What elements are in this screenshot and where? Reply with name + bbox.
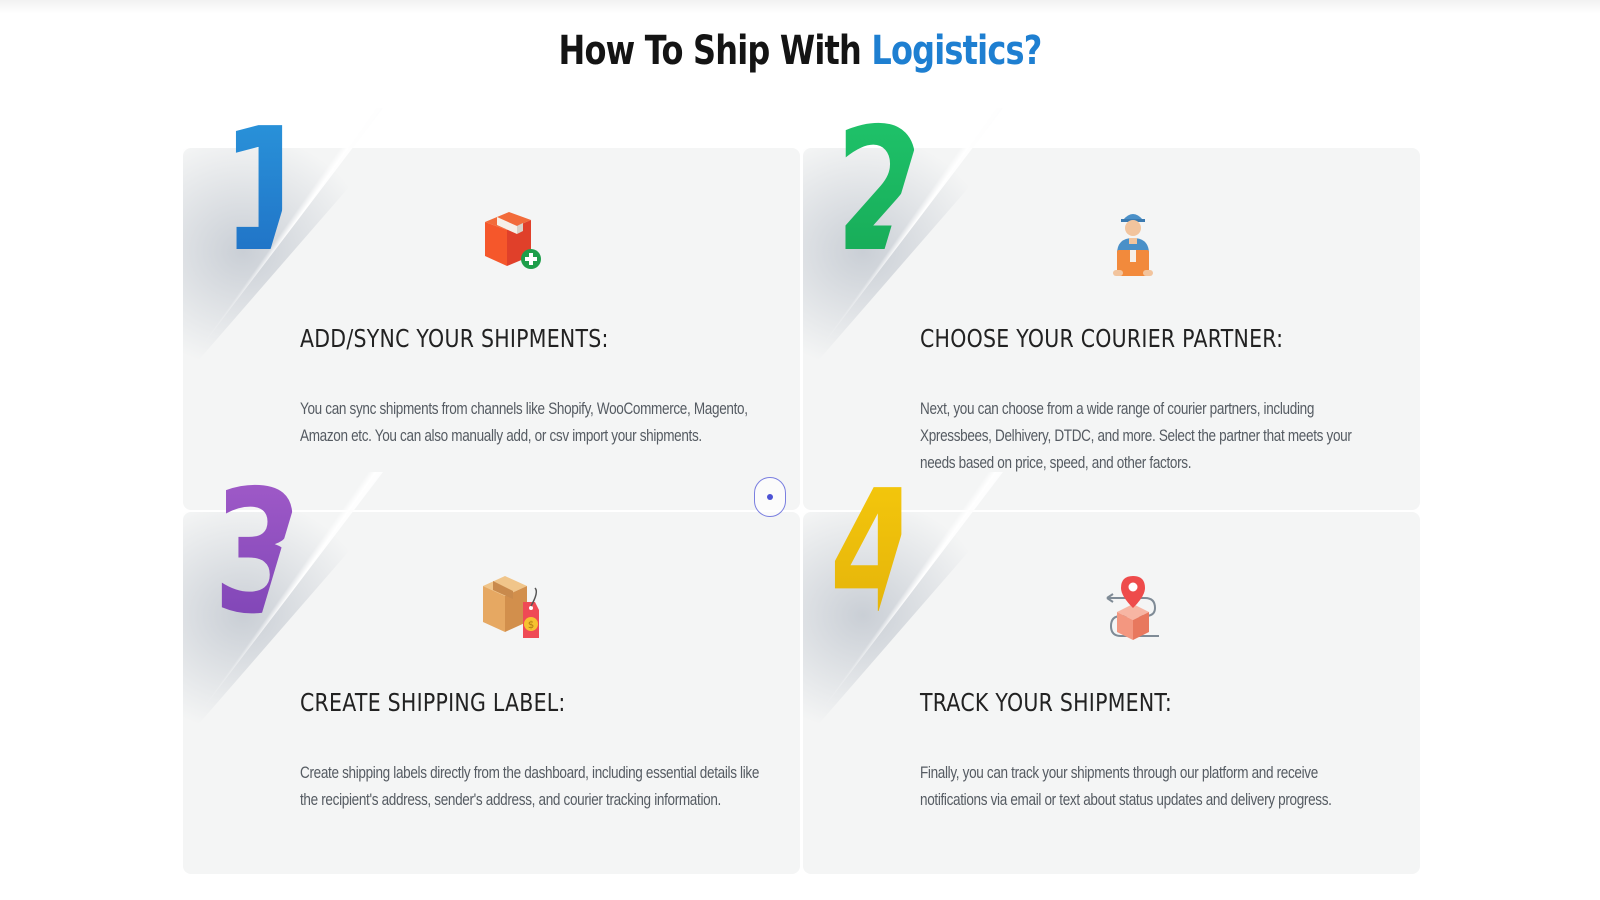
box-price-tag-icon: $ [479,568,547,648]
step-title: ADD/SYNC YOUR SHIPMENTS: [300,324,609,353]
svg-text:$: $ [528,620,534,631]
step-card-4: 4 TRACK YOUR SHIPMENT: Finally, you can … [803,468,1420,874]
step-number: 2 [835,92,928,290]
step-number: 3 [213,454,306,652]
top-shadow [0,0,1600,14]
page-title-main: How To Ship With [558,28,862,74]
step-card-3: 3 $ CREATE SHIPPING LABEL: Create shippi… [183,468,800,874]
courier-person-icon [1099,204,1167,284]
step-card-1: 1 ADD/SYNC YOUR SHIPMENTS: You can sync … [183,106,800,510]
step-title: CREATE SHIPPING LABEL: [300,688,566,717]
step-description: Create shipping labels directly from the… [300,764,760,809]
step-number: 4 [829,454,922,652]
step-description: You can sync shipments from channels lik… [300,400,748,445]
step-title: CHOOSE YOUR COURIER PARTNER: [920,324,1284,353]
scroll-indicator[interactable] [754,477,786,517]
page-title-accent: Logistics? [871,28,1042,74]
location-pin-box-icon [1099,568,1167,648]
step-description: Next, you can choose from a wide range o… [920,400,1352,472]
step-number: 1 [221,92,314,290]
page-title: How To Ship With Logistics? [160,28,1440,74]
step-card-2: 2 CHOOSE YOUR COURIER PARTNER: Next, you… [803,106,1420,510]
box-plus-icon [479,204,547,284]
step-description: Finally, you can track your shipments th… [920,764,1332,809]
step-title: TRACK YOUR SHIPMENT: [920,688,1173,717]
